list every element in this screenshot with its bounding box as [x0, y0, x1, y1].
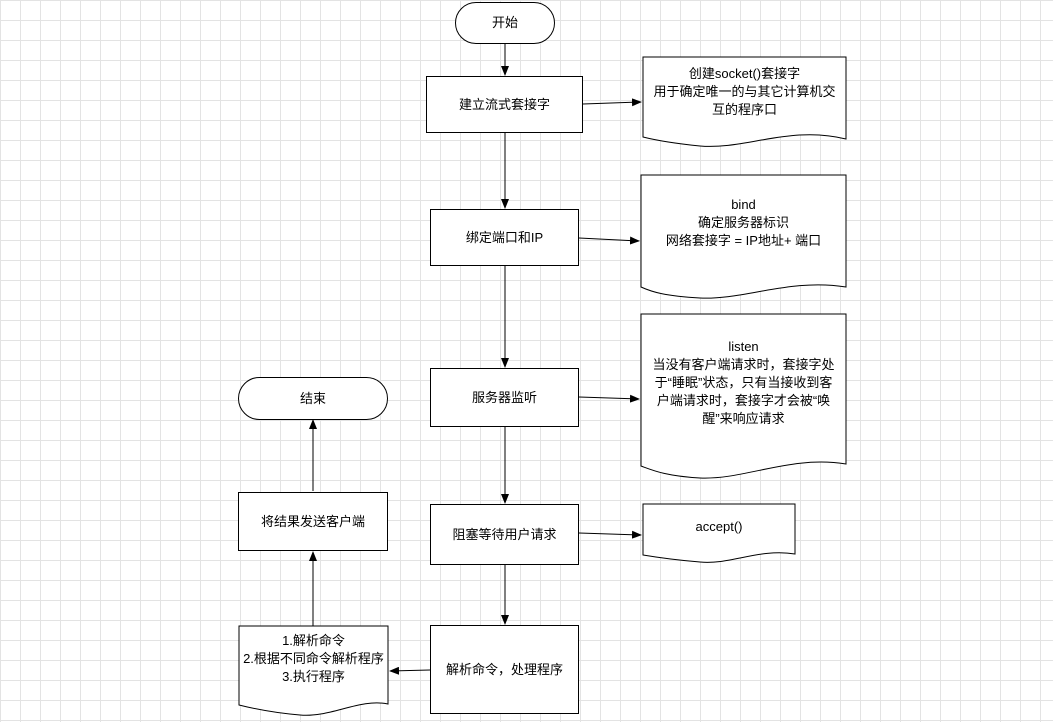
listen-note-text: listen 当没有客户端请求时，套接字处 于“睡眠”状态，只有当接收到客 户端…	[652, 339, 835, 426]
exec-note-text: 1.解析命令 2.根据不同命令解析程序 3.执行程序	[243, 633, 384, 684]
server-listen-box: 服务器监听	[430, 368, 579, 427]
bind-port-ip-box: 绑定端口和IP	[430, 209, 579, 266]
create-socket-label: 建立流式套接字	[458, 96, 550, 112]
note-shape-listen	[640, 313, 847, 479]
note-shape-bind	[640, 174, 847, 299]
parse-process-box: 解析命令，处理程序	[430, 625, 579, 714]
note-shape-accept	[642, 503, 796, 563]
end-terminal: 结束	[238, 377, 388, 420]
block-wait-box: 阻塞等待用户请求	[430, 504, 579, 565]
end-label: 结束	[299, 390, 326, 406]
server-listen-label: 服务器监听	[471, 389, 537, 405]
arrow-block-to-accept	[578, 530, 642, 539]
listen-note: listen 当没有客户端请求时，套接字处 于“睡眠”状态，只有当接收到客 户端…	[641, 335, 846, 431]
start-label: 开始	[491, 15, 518, 30]
note-shape-exec	[238, 625, 389, 716]
note-shape-socket	[642, 56, 847, 147]
arrow-create-to-note	[582, 98, 642, 107]
arrow-listen-to-note	[578, 394, 640, 403]
bind-note: bind 确定服务器标识 网络套接字 = IP地址+ 端口	[641, 194, 846, 252]
create-socket-box: 建立流式套接字	[426, 76, 583, 133]
block-wait-label: 阻塞等待用户请求	[452, 526, 557, 542]
bind-note-text: bind 确定服务器标识 网络套接字 = IP地址+ 端口	[665, 197, 822, 248]
socket-note-text: 创建socket()套接字 用于确定唯一的与其它计算机交 互的程序口	[653, 66, 836, 117]
send-result-label: 将结果发送客户端	[260, 513, 365, 529]
socket-note: 创建socket()套接字 用于确定唯一的与其它计算机交 互的程序口	[643, 62, 846, 122]
accept-note-text: accept()	[695, 519, 743, 534]
start-terminal: 开始	[455, 2, 555, 44]
parse-process-label: 解析命令，处理程序	[445, 661, 563, 677]
arrow-parse-to-exec	[389, 666, 431, 675]
exec-note: 1.解析命令 2.根据不同命令解析程序 3.执行程序	[239, 630, 388, 688]
bind-port-ip-label: 绑定端口和IP	[465, 229, 544, 245]
accept-note: accept()	[643, 516, 795, 538]
arrow-bind-to-note	[578, 236, 640, 245]
send-result-box: 将结果发送客户端	[238, 492, 388, 551]
